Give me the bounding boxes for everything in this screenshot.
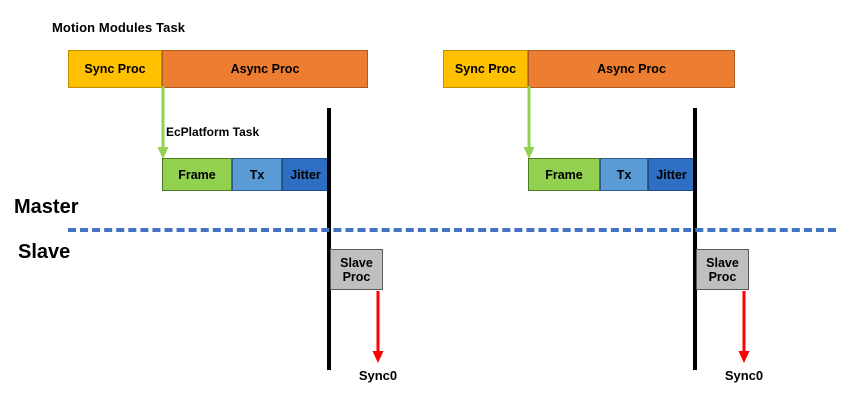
cycle-1-tx-block[interactable]: Tx: [232, 158, 282, 191]
cycle-1-jitter-block[interactable]: Jitter: [282, 158, 329, 191]
cycle-1-frame-block[interactable]: Frame: [162, 158, 232, 191]
cycle-1-async-proc-block[interactable]: Async Proc: [162, 50, 368, 88]
cycle-2-sync-proc-block[interactable]: Sync Proc: [443, 50, 528, 88]
diagram-title: Motion Modules Task: [52, 20, 186, 35]
cycle-2-slave-proc-line2: Proc: [708, 269, 737, 284]
cycle-2-sync0-label: Sync0: [724, 368, 764, 383]
cycle-1-sync-proc-block[interactable]: Sync Proc: [68, 50, 162, 88]
master-slave-divider: [68, 228, 836, 232]
cycle-2-sync0-arrow: [736, 291, 752, 365]
cycle-1-slave-proc-line1: Slave: [340, 255, 373, 270]
cycle-2-async-proc-block[interactable]: Async Proc: [528, 50, 735, 88]
cycle-1-slave-proc-line2: Proc: [342, 269, 371, 284]
cycle-1-slave-proc-block[interactable]: Slave Proc: [330, 249, 383, 290]
cycle-1-sync0-label: Sync0: [358, 368, 398, 383]
cycle-1-ecplatform-task-label: EcPlatform Task: [166, 125, 260, 139]
cycle-1-sync0-arrow: [370, 291, 386, 365]
master-label: Master: [14, 196, 79, 218]
cycle-2-boundary-line: [693, 108, 697, 370]
cycle-2-frame-block[interactable]: Frame: [528, 158, 600, 191]
cycle-2-slave-proc-block[interactable]: Slave Proc: [696, 249, 749, 290]
cycle-1-boundary-line: [327, 108, 331, 370]
cycle-1-sync-trigger-arrow: [155, 86, 171, 160]
cycle-2-slave-proc-line1: Slave: [706, 255, 739, 270]
slave-label: Slave: [18, 241, 71, 263]
cycle-2-tx-block[interactable]: Tx: [600, 158, 648, 191]
cycle-2-sync-trigger-arrow: [521, 86, 537, 160]
cycle-2-jitter-block[interactable]: Jitter: [648, 158, 695, 191]
